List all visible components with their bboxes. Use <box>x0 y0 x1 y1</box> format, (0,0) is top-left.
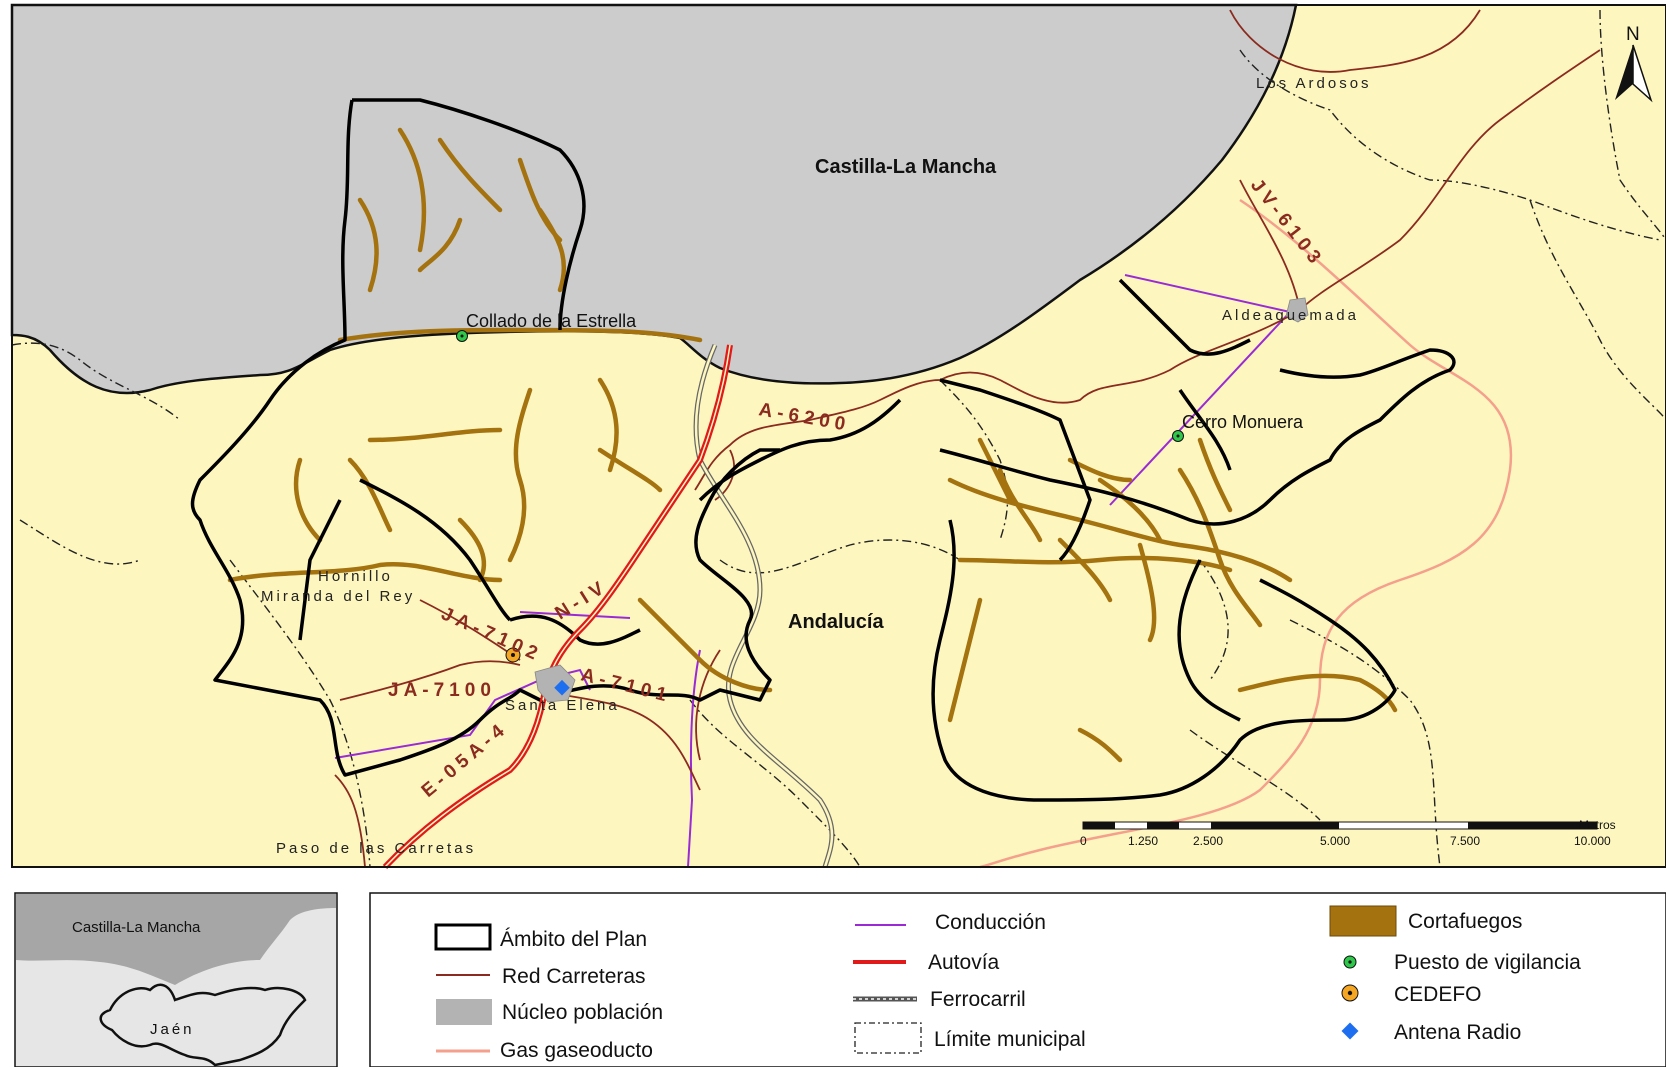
legend-label-gas: Gas gaseoducto <box>500 1039 653 1062</box>
aldeaquemada-settlement <box>1285 297 1309 323</box>
santa-elena-label: Santa Elena <box>505 697 620 714</box>
legend: Ámbito del Plan Red Carreteras Núcleo po… <box>369 892 1666 1067</box>
collado-label: Collado de la Estrella <box>466 311 637 331</box>
lookout-icon <box>1343 955 1357 969</box>
settlement-icon <box>436 999 492 1025</box>
road-label-ja7100: JA-7100 <box>388 680 496 701</box>
inset-castilla-area <box>16 894 336 985</box>
settlements <box>534 297 1309 703</box>
municipal-limits <box>11 9 1666 868</box>
cedefo-point <box>505 647 521 663</box>
legend-label-plan: Ámbito del Plan <box>500 928 647 951</box>
north-arrow-label: N <box>1626 24 1640 45</box>
castilla-region <box>10 3 1298 395</box>
scale-tick-1: 1.250 <box>1128 834 1158 848</box>
inset-region-label: Castilla-La Mancha <box>72 919 201 936</box>
firebreak-icon <box>1329 905 1397 937</box>
highway-autovia <box>382 344 733 870</box>
legend-label-lookout: Puesto de vigilancia <box>1394 951 1581 974</box>
legend-label-municipal: Límite municipal <box>934 1028 1086 1051</box>
municipal-limit-icon <box>854 1022 922 1054</box>
inset-plan-outline <box>99 983 307 1067</box>
paso-label: Paso de las Carretas <box>276 840 476 857</box>
inset-province-label: Jaén <box>150 1021 195 1038</box>
aldeaquemada-label: Aldeaquemada <box>1222 307 1359 324</box>
legend-label-cedefo: CEDEFO <box>1394 983 1482 1006</box>
legend-label-highway: Autovía <box>928 951 1000 974</box>
scale-tick-0: 0 <box>1080 834 1087 848</box>
legend-label-roads: Red Carreteras <box>502 965 646 988</box>
scale-tick-3: 5.000 <box>1320 834 1350 848</box>
andalucia-label: Andalucía <box>788 611 884 633</box>
legend-label-railway: Ferrocarril <box>930 988 1026 1011</box>
monuera-label: Cerro Monuera <box>1182 412 1304 432</box>
lookout-point-collado <box>456 330 468 342</box>
plan-boundary <box>190 98 1456 802</box>
inset-map: Castilla-La Mancha Jaén <box>14 892 338 1067</box>
miranda-label: Miranda del Rey <box>261 588 415 605</box>
lookout-point-monuera <box>1172 430 1184 442</box>
legend-label-conduction: Conducción <box>935 911 1046 934</box>
santa-elena-settlement <box>534 664 576 703</box>
plan-boundary-icon <box>434 923 492 951</box>
main-map: Castilla-La Mancha Andalucía Los Ardosos… <box>10 3 1666 870</box>
radio-antenna-point <box>554 679 570 696</box>
scale-tick-4: 7.500 <box>1450 834 1480 848</box>
radio-antenna-icon <box>1341 1022 1359 1040</box>
north-arrow-icon <box>1615 45 1633 100</box>
legend-label-antenna: Antena Radio <box>1394 1021 1521 1044</box>
legend-label-firebreak: Cortafuegos <box>1408 910 1522 933</box>
hornillo-label: Hornillo <box>318 568 393 585</box>
los-ardosos-label: Los Ardosos <box>1256 75 1372 92</box>
map-frame <box>11 4 1666 868</box>
scale-tick-5: 10.000 <box>1574 834 1611 848</box>
legend-box <box>369 892 1666 1067</box>
legend-label-settlement: Núcleo población <box>502 1001 663 1024</box>
scale-unit: Metros <box>1579 818 1616 832</box>
firebreaks <box>227 127 1398 763</box>
north-arrow: N <box>1615 24 1653 103</box>
castilla-label: Castilla-La Mancha <box>815 156 997 178</box>
cedefo-icon <box>1341 984 1359 1002</box>
scale-bar: Metros 0 1.250 2.500 5.000 7.500 10.000 <box>1080 818 1616 848</box>
scale-tick-2: 2.500 <box>1193 834 1223 848</box>
